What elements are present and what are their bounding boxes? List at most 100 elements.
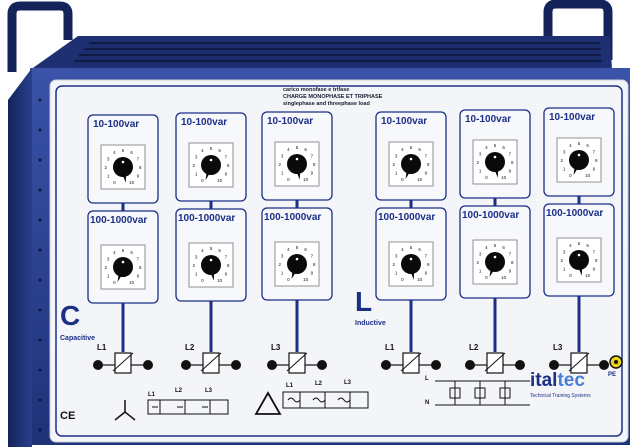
knob[interactable] <box>569 150 589 170</box>
dial-number: 5 <box>494 243 497 248</box>
dial-number: 6 <box>418 147 421 152</box>
knob-pointer <box>291 264 300 280</box>
pe-label: PE <box>608 372 617 378</box>
terminal-socket[interactable] <box>599 360 609 370</box>
terminal-socket[interactable] <box>317 360 327 370</box>
phase-label: L1 <box>97 343 107 352</box>
terminal-socket[interactable] <box>431 360 441 370</box>
terminal-socket[interactable] <box>143 360 153 370</box>
knob-pointer <box>408 265 415 280</box>
knob[interactable] <box>113 157 133 177</box>
dial-number: 7 <box>225 254 228 259</box>
dial-number: 2 <box>105 265 108 270</box>
dial-number: 0 <box>485 175 488 180</box>
dial-number: 6 <box>130 150 133 155</box>
dial-number: 4 <box>401 247 404 252</box>
terminal-socket[interactable] <box>381 360 391 370</box>
dial-number: 1 <box>195 172 198 177</box>
range-label-high: 100-1000var <box>264 212 322 223</box>
dial-number: 5 <box>210 146 213 151</box>
dial-number: 9 <box>137 274 140 279</box>
dial-number: 5 <box>410 145 413 150</box>
dial-number: 10 <box>585 273 591 278</box>
terminal-socket[interactable] <box>267 360 277 370</box>
knob[interactable] <box>401 254 421 274</box>
dial-number: 4 <box>485 145 488 150</box>
knob-pointer <box>294 165 301 180</box>
knob[interactable] <box>287 254 307 274</box>
dial-number: 5 <box>494 143 497 148</box>
brand-logo: italtec <box>530 370 585 392</box>
terminal-socket[interactable] <box>181 360 191 370</box>
dial-number: 8 <box>511 260 514 265</box>
title-line-2: CHARGE MONOPHASE ET TRIPHASE <box>283 94 383 100</box>
inductor-component <box>549 352 609 374</box>
capacitive-diagram <box>147 399 229 415</box>
brand-tagline: Technical Training Systems <box>530 393 591 399</box>
title-line-1: carico monofase e trifase <box>283 87 350 93</box>
dial-number: 3 <box>395 253 398 258</box>
delta-symbol-icon <box>254 391 282 415</box>
dial-number: 9 <box>425 271 428 276</box>
knob-pointer <box>205 165 214 181</box>
single-diagram-l: L <box>425 376 429 382</box>
dial-number: 8 <box>595 258 598 263</box>
faceplate-border <box>55 85 623 437</box>
dial-number: 3 <box>281 153 284 158</box>
single-phase-diagram <box>435 380 530 406</box>
terminal-socket[interactable] <box>465 360 475 370</box>
knob[interactable] <box>485 252 505 272</box>
dial-number: 3 <box>395 153 398 158</box>
dial-number: 2 <box>477 160 480 165</box>
capacitor-component <box>181 352 241 374</box>
knob[interactable] <box>401 154 421 174</box>
dial-number: 2 <box>477 260 480 265</box>
inductive-letter: L <box>355 286 373 317</box>
knob[interactable] <box>287 154 307 174</box>
knob[interactable] <box>201 255 221 275</box>
dial-number: 4 <box>287 247 290 252</box>
terminal-socket[interactable] <box>93 360 103 370</box>
terminal-socket[interactable] <box>515 360 525 370</box>
dial-number: 6 <box>218 248 221 253</box>
dial-number: 5 <box>296 245 299 250</box>
cap-diagram-l2: L2 <box>175 388 183 394</box>
dial-number: 1 <box>479 169 482 174</box>
dial-number: 10 <box>501 175 507 180</box>
knob-pointer <box>120 168 127 183</box>
dial-number: 9 <box>311 271 314 276</box>
dial-number: 2 <box>105 165 108 170</box>
phase-label: L3 <box>271 343 281 352</box>
dial-number: 0 <box>485 275 488 280</box>
dial-number: 1 <box>563 167 566 172</box>
phase-label: L3 <box>553 343 563 352</box>
knob[interactable] <box>113 257 133 277</box>
terminal-socket[interactable] <box>231 360 241 370</box>
inductive-label: Inductive <box>355 320 386 327</box>
phase-label: L2 <box>469 343 479 352</box>
knob[interactable] <box>201 155 221 175</box>
dial-number: 9 <box>311 171 314 176</box>
dial-number: 3 <box>479 251 482 256</box>
knob[interactable] <box>569 250 589 270</box>
knob-pointer <box>573 160 582 176</box>
dial-number: 8 <box>139 165 142 170</box>
knob[interactable] <box>485 152 505 172</box>
dial-number: 9 <box>137 174 140 179</box>
dial-number: 10 <box>585 173 591 178</box>
star-symbol-icon <box>114 400 136 421</box>
terminal-socket[interactable] <box>549 360 559 370</box>
